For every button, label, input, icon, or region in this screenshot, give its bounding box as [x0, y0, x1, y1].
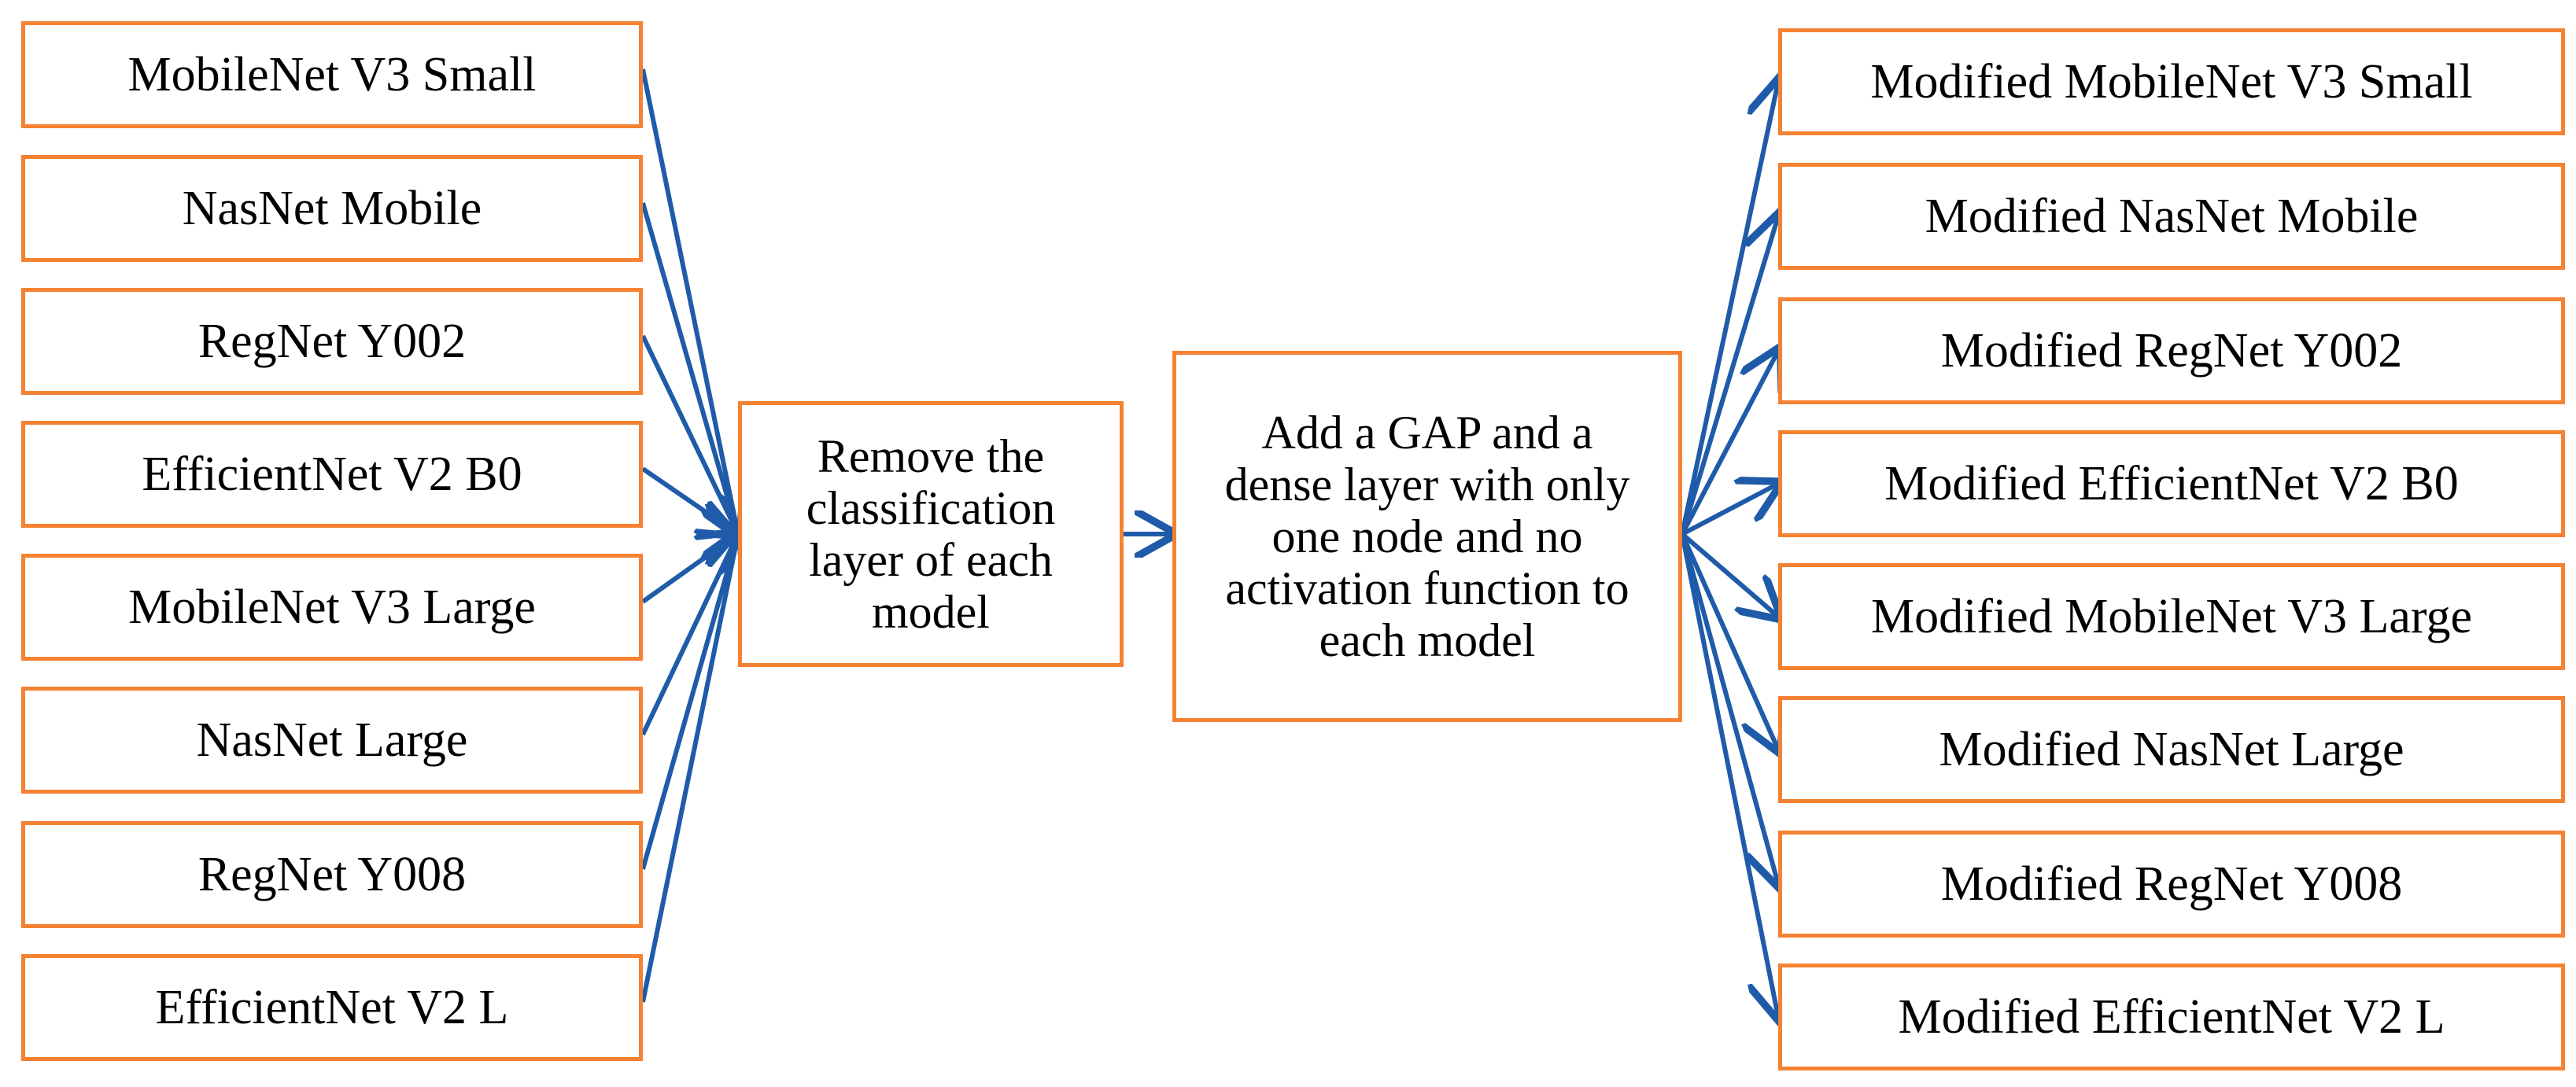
output-model-box: Modified RegNet Y002 [1778, 297, 2565, 404]
add-to-output-arrow [1681, 484, 1778, 536]
output-model-label: Modified EfficientNet V2 B0 [1884, 457, 2459, 510]
input-model-label: NasNet Mobile [182, 182, 482, 235]
output-model-label: Modified EfficientNet V2 L [1898, 990, 2445, 1044]
input-model-box: EfficientNet V2 L [21, 954, 643, 1061]
output-model-box: Modified NasNet Mobile [1778, 163, 2565, 270]
input-model-box: EfficientNet V2 B0 [21, 421, 643, 528]
input-model-label: RegNet Y008 [197, 848, 467, 901]
output-model-box: Modified MobileNet V3 Large [1778, 563, 2565, 670]
remove-classification-step-label: Remove the classification layer of each … [806, 430, 1056, 638]
input-model-box: NasNet Large [21, 687, 643, 794]
input-to-remove-arrow [640, 68, 738, 534]
add-gap-dense-step-label: Add a GAP and a dense layer with only on… [1224, 407, 1630, 666]
add-to-output-arrow [1680, 533, 1778, 1017]
input-model-label: MobileNet V3 Small [127, 48, 537, 101]
output-model-box: Modified RegNet Y008 [1778, 831, 2565, 938]
add-to-output-arrow [1681, 532, 1778, 617]
input-model-label: NasNet Large [196, 713, 468, 767]
remove-classification-step-box: Remove the classification layer of each … [738, 401, 1124, 667]
input-model-label: RegNet Y002 [197, 315, 467, 368]
output-model-label: Modified MobileNet V3 Small [1870, 55, 2473, 109]
output-model-label: Modified RegNet Y008 [1940, 857, 2403, 911]
add-to-output-arrow [1680, 532, 1778, 750]
input-model-label: EfficientNet V2 L [155, 981, 509, 1034]
input-model-label: MobileNet V3 Large [128, 580, 536, 634]
add-gap-dense-step-box: Add a GAP and a dense layer with only on… [1172, 351, 1682, 722]
output-model-label: Modified RegNet Y002 [1940, 324, 2403, 378]
add-to-output-arrow [1680, 216, 1778, 535]
input-to-remove-arrow [640, 534, 738, 1003]
input-model-box: MobileNet V3 Large [21, 554, 643, 661]
output-model-label: Modified NasNet Large [1939, 723, 2404, 776]
add-to-output-arrow [1680, 533, 1778, 884]
input-to-remove-arrow [640, 202, 738, 534]
output-model-box: Modified MobileNet V3 Small [1778, 28, 2565, 135]
input-model-box: RegNet Y008 [21, 821, 643, 928]
add-to-output-arrow [1680, 82, 1778, 535]
input-to-remove-arrow [640, 534, 738, 870]
output-model-box: Modified NasNet Large [1778, 696, 2565, 803]
output-model-box: Modified EfficientNet V2 L [1778, 964, 2565, 1070]
input-model-label: EfficientNet V2 B0 [142, 448, 522, 501]
input-model-box: MobileNet V3 Small [21, 21, 643, 128]
output-model-label: Modified MobileNet V3 Large [1871, 590, 2472, 643]
output-model-box: Modified EfficientNet V2 B0 [1778, 430, 2565, 537]
add-to-output-arrow [1680, 351, 1778, 536]
output-model-label: Modified NasNet Mobile [1925, 190, 2419, 243]
input-model-box: NasNet Mobile [21, 155, 643, 262]
input-model-box: RegNet Y002 [21, 288, 643, 395]
